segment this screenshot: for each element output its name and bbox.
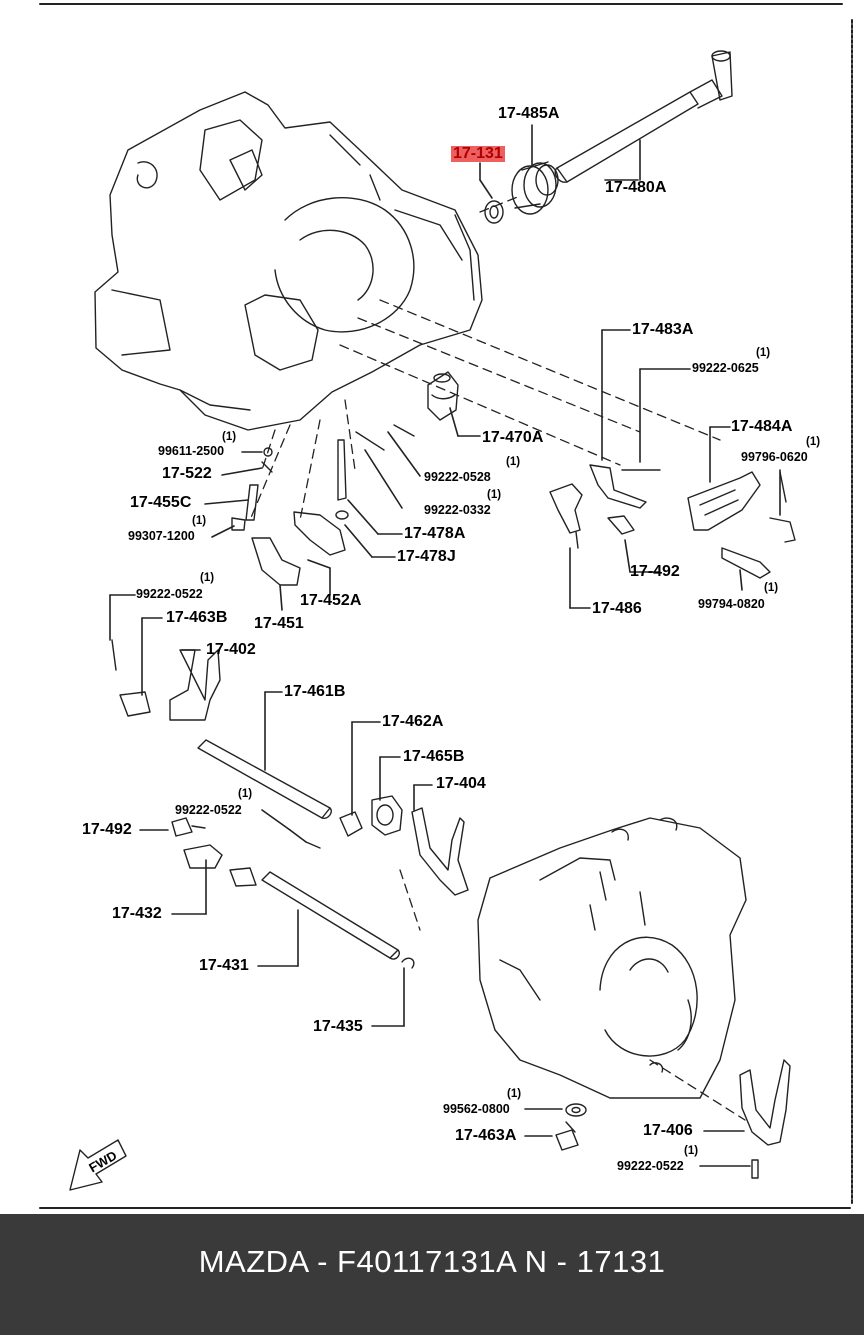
transmission-case-upper	[94, 91, 483, 431]
qty-99796-0620: (1)	[806, 436, 821, 448]
part-label-17-463A[interactable]: 17-463A	[455, 1127, 517, 1144]
part-label-17-461B[interactable]: 17-461B	[284, 683, 346, 700]
part-label-17-455C[interactable]: 17-455C	[130, 494, 192, 511]
transmission-case-lower	[477, 817, 747, 1099]
part-label-99222-0625[interactable]: 99222-0625	[692, 361, 759, 375]
footer-part-number: MAZDA - F40117131A N - 17131	[198, 1244, 666, 1279]
qty-99222-0522-b: (1)	[238, 788, 253, 800]
part-label-17-451[interactable]: 17-451	[254, 615, 304, 632]
part-label-99222-0522-a[interactable]: 99222-0522	[136, 587, 203, 601]
bracket-group	[549, 464, 796, 579]
middle-small-parts	[231, 424, 415, 586]
seal-part	[484, 200, 504, 224]
part-label-17-131-highlighted[interactable]: 17-131	[451, 145, 505, 162]
qty-99222-0522-c: (1)	[684, 1145, 699, 1157]
part-label-17-432[interactable]: 17-432	[112, 905, 162, 922]
part-462A-465B	[305, 795, 403, 849]
shift-fork-402	[111, 639, 221, 721]
qty-99222-0625: (1)	[756, 347, 771, 359]
shift-fork-404	[411, 807, 469, 896]
shift-rod-upper	[554, 50, 733, 183]
part-label-17-478A[interactable]: 17-478A	[404, 525, 466, 542]
diagram-drawing	[39, 3, 853, 1209]
part-label-17-402[interactable]: 17-402	[206, 641, 256, 658]
part-label-17-404[interactable]: 17-404	[436, 775, 486, 792]
part-label-99796-0620[interactable]: 99796-0620	[741, 450, 808, 464]
qty-99562-0800: (1)	[507, 1088, 522, 1100]
part-label-99794-0820[interactable]: 99794-0820	[698, 597, 765, 611]
parts-diagram: 17-485A 17-131 17-480A 17-483A (1) 99222…	[39, 3, 853, 1209]
part-label-17-485A[interactable]: 17-485A	[498, 105, 560, 122]
part-label-17-470A[interactable]: 17-470A	[482, 429, 544, 446]
shift-fork-406	[739, 1059, 791, 1179]
footer-bar: MAZDA - F40117131A N - 17131	[0, 1214, 864, 1335]
part-label-17-435[interactable]: 17-435	[313, 1018, 363, 1035]
qty-99222-0522-a: (1)	[200, 572, 215, 584]
part-label-17-452A[interactable]: 17-452A	[300, 592, 362, 609]
part-label-17-480A[interactable]: 17-480A	[605, 179, 667, 196]
part-label-17-522[interactable]: 17-522	[162, 465, 212, 482]
qty-99794-0820: (1)	[764, 582, 779, 594]
qty-99307-1200: (1)	[192, 515, 207, 527]
part-label-17-478J[interactable]: 17-478J	[397, 548, 456, 565]
part-label-17-492-upper[interactable]: 17-492	[630, 563, 680, 580]
part-label-17-483A[interactable]: 17-483A	[632, 321, 694, 338]
lower-rod-group	[171, 817, 415, 969]
part-label-17-465B[interactable]: 17-465B	[403, 748, 465, 765]
shift-rod-461B	[197, 739, 332, 820]
part-label-17-463B[interactable]: 17-463B	[166, 609, 228, 626]
qty-99611-2500: (1)	[222, 431, 237, 443]
bottom-small-parts	[555, 1103, 587, 1151]
part-label-17-406[interactable]: 17-406	[643, 1122, 693, 1139]
part-label-99222-0522-c[interactable]: 99222-0522	[617, 1159, 684, 1173]
part-label-17-492-lower[interactable]: 17-492	[82, 821, 132, 838]
part-label-17-486[interactable]: 17-486	[592, 600, 642, 617]
part-label-99307-1200[interactable]: 99307-1200	[128, 529, 195, 543]
part-label-99222-0528[interactable]: 99222-0528	[424, 470, 491, 484]
part-label-99562-0800[interactable]: 99562-0800	[443, 1102, 510, 1116]
qty-99222-0332: (1)	[487, 489, 502, 501]
part-17-470A	[427, 371, 459, 421]
part-label-99222-0522-b[interactable]: 99222-0522	[175, 803, 242, 817]
part-label-99611-2500[interactable]: 99611-2500	[158, 444, 225, 458]
fwd-arrow-icon	[69, 1139, 127, 1191]
part-label-99222-0332[interactable]: 99222-0332	[424, 503, 491, 517]
part-label-17-462A[interactable]: 17-462A	[382, 713, 444, 730]
part-label-17-484A[interactable]: 17-484A	[731, 418, 793, 435]
qty-99222-0528: (1)	[506, 456, 521, 468]
part-label-17-431[interactable]: 17-431	[199, 957, 249, 974]
boot-part	[511, 161, 559, 215]
